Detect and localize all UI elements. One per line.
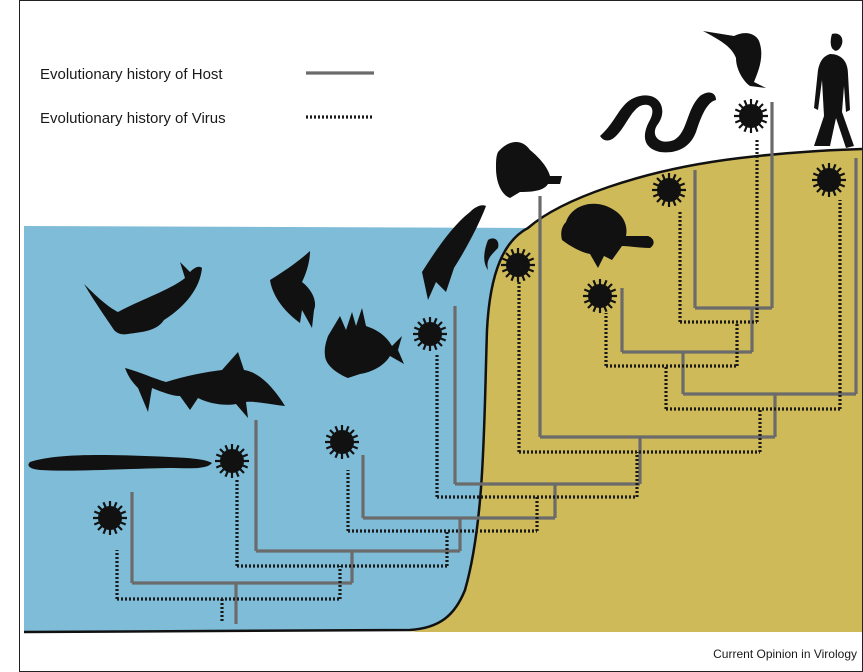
legend-host-label: Evolutionary history of Host [40, 66, 223, 83]
journal-credit: Current Opinion in Virology [713, 647, 857, 661]
virus-icon [812, 163, 846, 197]
virus-icon [501, 248, 535, 282]
virus-icon [93, 501, 127, 535]
virus-icon [325, 425, 359, 459]
legend-virus-label: Evolutionary history of Virus [40, 110, 226, 127]
virus-icon [734, 99, 768, 133]
virus-icon [652, 173, 686, 207]
virus-icon [583, 279, 617, 313]
virus-icon [215, 444, 249, 478]
virus-icon [413, 317, 447, 351]
